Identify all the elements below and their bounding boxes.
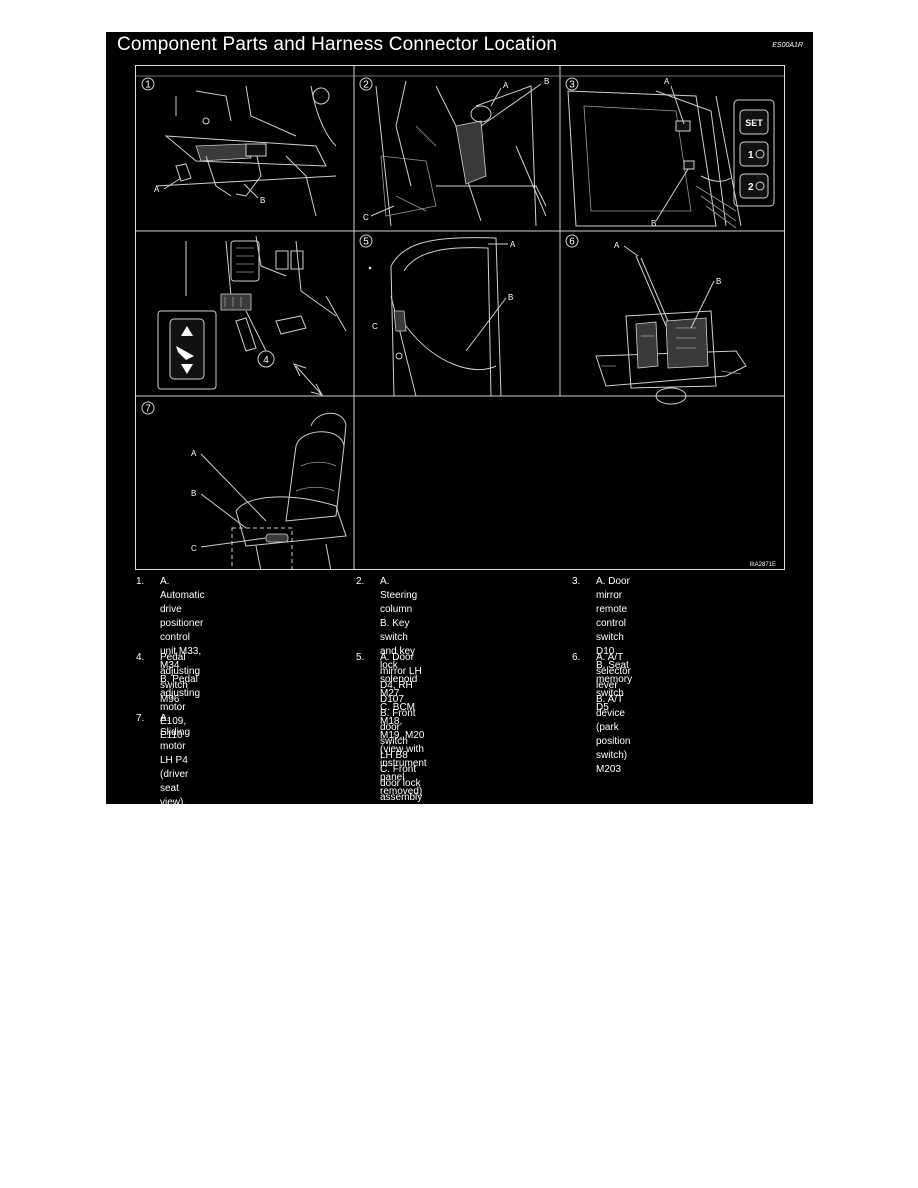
panel-2-number: 2	[363, 80, 369, 91]
legend-item-text: A. Steering column B. Key switch and key…	[380, 576, 427, 797]
diagram-sheet: Component Parts and Harness Connector Lo…	[106, 32, 813, 1116]
legend-item-number: 5.	[356, 652, 365, 663]
legend-item-number: 1.	[136, 576, 145, 587]
panel-3-callout-a: A	[664, 77, 670, 86]
panel-6-at-selector: A B	[595, 241, 747, 405]
panel-1-callout-a: A	[154, 185, 160, 194]
panel-3-callout-b: B	[651, 219, 656, 228]
panel-4-number: 4	[263, 355, 269, 366]
legend-item-number: 2.	[356, 576, 365, 587]
panel-3-number: 3	[569, 80, 575, 91]
panel-grid	[136, 66, 784, 569]
panel-5-front-door: A B C	[368, 237, 516, 397]
figure-code: IIIA2871E	[750, 562, 776, 568]
panel-7-callout-a: A	[191, 449, 197, 458]
legend-item-text: A. Door mirror LH D4, RH D107 B. Front d…	[380, 652, 423, 859]
panel-6-callout-a: A	[614, 241, 620, 250]
memory-set-label: SET	[745, 118, 763, 128]
reference-code: ES00A1R	[772, 42, 803, 49]
panel-7-callout-b: B	[191, 489, 196, 498]
panel-6-number: 6	[569, 237, 575, 248]
panel-3-door-trim: A B SET 1 2	[567, 77, 775, 229]
panel-5-number: 5	[363, 237, 369, 248]
panel-4-pedal-switch: 4	[157, 235, 347, 396]
panel-5-callout-b: B	[508, 293, 513, 302]
panel-2-steering-column: A B C	[363, 77, 549, 227]
panel-1-number: 1	[145, 80, 151, 91]
panel-1-dash-pedals: A B	[154, 85, 337, 217]
legend-item-number: 4.	[136, 652, 145, 663]
diagram-illustration: 1 2 3 5 6 7 A B	[136, 66, 784, 569]
panel-5-callout-c: C	[372, 322, 378, 331]
panel-6-callout-b: B	[716, 277, 721, 286]
memory-1-label: 1	[748, 150, 754, 161]
legend-item-text: A. Sliding motor LH P4 (driver seat view…	[160, 713, 198, 1116]
legend-item-number: 3.	[572, 576, 581, 587]
panel-1-callout-b: B	[260, 196, 265, 205]
legend-item-number: 6.	[572, 652, 581, 663]
panel-2-callout-b: B	[544, 77, 549, 86]
panel-number-badges: 1 2 3 5 6 7	[141, 77, 579, 415]
panel-5-callout-a: A	[510, 240, 516, 249]
legend-item-number: 7.	[136, 713, 145, 724]
panel-7-callout-c: C	[191, 544, 197, 553]
seat-memory-switch-inset	[733, 99, 775, 207]
component-location-diagram: 1 2 3 5 6 7 A B	[135, 65, 785, 570]
panel-7-driver-seat: A B C	[191, 412, 347, 569]
pedal-switch-inset	[157, 310, 217, 390]
legend-item-text: Pedal adjusting switch M96	[160, 652, 201, 705]
page-title: Component Parts and Harness Connector Lo…	[117, 34, 558, 55]
memory-2-label: 2	[748, 182, 754, 193]
panel-7-number: 7	[145, 404, 151, 415]
panel-2-callout-a: A	[503, 81, 509, 90]
panel-2-callout-c: C	[363, 213, 369, 222]
legend-item-text: A. Door mirror remote control switch D10…	[596, 576, 633, 713]
legend-item-text: A. A/T selector lever B. A/T device (par…	[596, 652, 632, 775]
legend-item-text: A. Automatic drive positioner control un…	[160, 576, 205, 741]
